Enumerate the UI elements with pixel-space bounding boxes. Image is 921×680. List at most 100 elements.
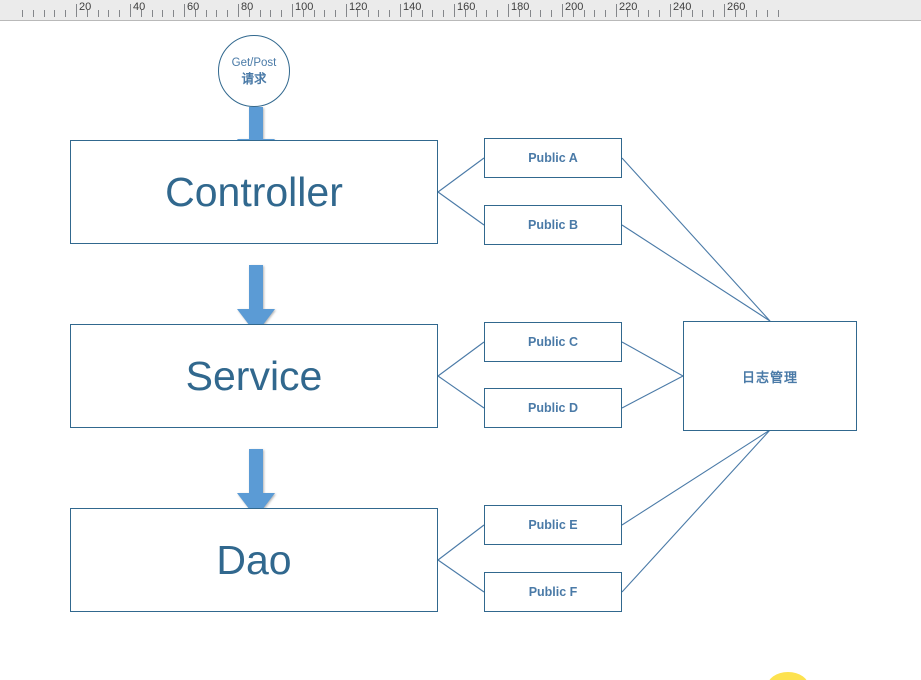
node-service-label: Service — [185, 352, 323, 399]
ruler-minor-tick — [735, 10, 736, 17]
ruler-minor-tick — [44, 10, 45, 17]
ruler-label-80: 80 — [241, 1, 254, 13]
connector-controller-to-public-b — [437, 191, 485, 226]
ruler-major-tick — [346, 4, 347, 17]
node-public-c[interactable]: Public C — [484, 322, 622, 362]
ruler-minor-tick — [465, 10, 466, 17]
node-dao[interactable]: Dao — [70, 508, 438, 612]
ruler-label-160: 160 — [457, 1, 476, 13]
connector-public-f-to-log — [621, 429, 771, 593]
ruler-minor-tick — [173, 10, 174, 17]
ruler-minor-tick — [141, 10, 142, 17]
ruler-label-140: 140 — [403, 1, 422, 13]
ruler-label-20: 20 — [79, 1, 92, 13]
ruler-major-tick — [76, 4, 77, 17]
node-public-d-label: Public D — [527, 401, 578, 415]
ruler-major-tick — [454, 4, 455, 17]
ruler-minor-tick — [206, 10, 207, 17]
connector-dao-to-public-e — [437, 524, 485, 561]
ruler-minor-tick — [270, 10, 271, 17]
ruler-major-tick — [238, 4, 239, 17]
ruler-minor-tick — [486, 10, 487, 17]
ruler-label-240: 240 — [673, 1, 692, 13]
entry-request-line1: Get/Post — [231, 56, 277, 69]
block-arrow-service-to-dao[interactable] — [236, 449, 276, 519]
ruler-minor-tick — [227, 10, 228, 17]
ruler-label-260: 260 — [727, 1, 746, 13]
ruler-minor-tick — [33, 10, 34, 17]
ruler-minor-tick — [87, 10, 88, 17]
connector-public-e-to-log — [621, 429, 771, 526]
ruler-minor-tick — [216, 10, 217, 17]
ruler-minor-tick — [476, 10, 477, 17]
ruler-label-180: 180 — [511, 1, 530, 13]
ruler-minor-tick — [778, 10, 779, 17]
node-public-a[interactable]: Public A — [484, 138, 622, 178]
ruler-minor-tick — [659, 10, 660, 17]
ruler-minor-tick — [713, 10, 714, 17]
ruler-minor-tick — [162, 10, 163, 17]
ruler-minor-tick — [638, 10, 639, 17]
node-public-d[interactable]: Public D — [484, 388, 622, 428]
node-public-b[interactable]: Public B — [484, 205, 622, 245]
ruler-label-60: 60 — [187, 1, 200, 13]
ruler-major-tick — [400, 4, 401, 17]
node-public-e[interactable]: Public E — [484, 505, 622, 545]
ruler-label-220: 220 — [619, 1, 638, 13]
ruler-major-tick — [292, 4, 293, 17]
ruler-minor-tick — [648, 10, 649, 17]
block-arrow-controller-to-service[interactable] — [236, 265, 276, 335]
ruler-label-40: 40 — [133, 1, 146, 13]
ruler-minor-tick — [260, 10, 261, 17]
ruler-major-tick — [562, 4, 563, 17]
node-public-f-label: Public F — [528, 585, 578, 599]
ruler-minor-tick — [249, 10, 250, 17]
ruler-minor-tick — [584, 10, 585, 17]
drawing-canvas[interactable]: Get/Post 请求 Controller Service Dao Publi… — [0, 22, 921, 680]
ruler-minor-tick — [422, 10, 423, 17]
entry-request-circle[interactable]: Get/Post 请求 — [218, 35, 290, 107]
ruler-minor-tick — [22, 10, 23, 17]
ruler-minor-tick — [54, 10, 55, 17]
ruler-minor-tick — [108, 10, 109, 17]
ruler-minor-tick — [767, 10, 768, 17]
ruler-minor-tick — [119, 10, 120, 17]
ruler-major-tick — [508, 4, 509, 17]
ruler-minor-tick — [692, 10, 693, 17]
ruler-minor-tick — [681, 10, 682, 17]
ruler-minor-tick — [605, 10, 606, 17]
ruler-minor-tick — [540, 10, 541, 17]
ruler-minor-tick — [152, 10, 153, 17]
ruler-major-tick — [184, 4, 185, 17]
node-public-b-label: Public B — [527, 218, 578, 232]
ruler-minor-tick — [335, 10, 336, 17]
ruler-minor-tick — [573, 10, 574, 17]
node-dao-label: Dao — [216, 536, 292, 583]
ruler-minor-tick — [195, 10, 196, 17]
ruler-minor-tick — [357, 10, 358, 17]
node-public-f[interactable]: Public F — [484, 572, 622, 612]
node-service[interactable]: Service — [70, 324, 438, 428]
ruler-major-tick — [616, 4, 617, 17]
ruler-minor-tick — [303, 10, 304, 17]
connector-controller-to-public-a — [437, 157, 485, 193]
ruler-label-100: 100 — [295, 1, 314, 13]
node-log-manager[interactable]: 日志管理 — [683, 321, 857, 431]
node-controller[interactable]: Controller — [70, 140, 438, 244]
ruler-minor-tick — [98, 10, 99, 17]
ruler-minor-tick — [627, 10, 628, 17]
ruler-minor-tick — [389, 10, 390, 17]
ruler-minor-tick — [432, 10, 433, 17]
node-public-a-label: Public A — [528, 151, 578, 165]
ruler-minor-tick — [551, 10, 552, 17]
connector-public-d-to-log — [621, 375, 684, 409]
node-log-manager-label: 日志管理 — [741, 369, 798, 385]
ruler-minor-tick — [497, 10, 498, 17]
ruler-major-tick — [724, 4, 725, 17]
entry-request-line2: 请求 — [241, 71, 267, 86]
ruler-minor-tick — [702, 10, 703, 17]
node-controller-label: Controller — [165, 168, 343, 215]
connector-public-b-to-log — [621, 224, 771, 322]
chick-sticker-icon — [769, 667, 807, 680]
